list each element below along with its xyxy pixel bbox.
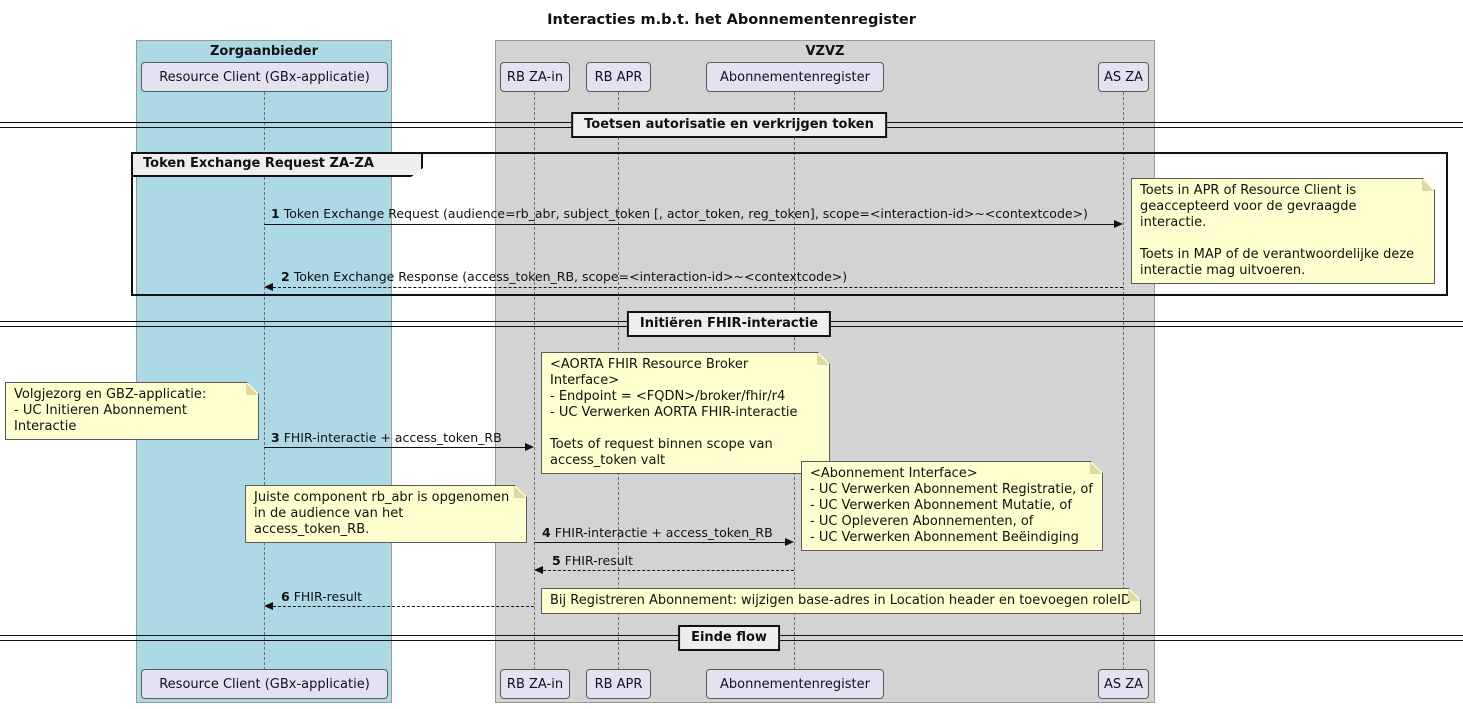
participant-rb-za-in-top: RB ZA-in [500, 62, 570, 92]
message-6-line [273, 606, 534, 607]
participant-label: AS ZA [1103, 676, 1144, 692]
message-1-line [264, 224, 1115, 225]
message-number: 3 [271, 430, 280, 445]
message-3-line [264, 447, 525, 448]
message-4-arrowhead [785, 538, 794, 546]
message-5-arrowhead [534, 566, 543, 574]
message-text: FHIR-interactie + access_token_RB [554, 525, 773, 540]
participant-as-za-top: AS ZA [1098, 62, 1149, 92]
group-label-vzvz: VZVZ [805, 44, 845, 59]
lifeline-rb-za-in [534, 92, 535, 670]
group-label-zorgaanbieder: Zorgaanbieder [210, 44, 318, 59]
message-4-line [534, 542, 785, 543]
participant-label: Resource Client (GBx-applicatie) [159, 676, 370, 692]
message-1-arrowhead [1114, 220, 1123, 228]
message-number: 5 [552, 553, 561, 568]
participant-rb-apr-top: RB APR [586, 62, 651, 92]
note-bij-registreren: Bij Registreren Abonnement: wijzigen bas… [541, 588, 1141, 614]
message-6-arrowhead [264, 602, 273, 610]
participant-rb-za-in-bottom: RB ZA-in [500, 669, 570, 699]
divider-einde-flow: Einde flow [678, 625, 780, 651]
participant-label: RB APR [594, 676, 643, 692]
message-number: 6 [281, 589, 290, 604]
participant-label: RB ZA-in [506, 69, 564, 85]
message-text: FHIR-result [564, 553, 634, 568]
message-text: Token Exchange Request (audience=rb_abr,… [283, 206, 1088, 221]
message-number: 2 [281, 269, 290, 284]
participant-label: Abonnementenregister [720, 676, 870, 692]
participant-resource-client-bottom: Resource Client (GBx-applicatie) [141, 669, 388, 699]
lifeline-resource-client [264, 92, 265, 670]
diagram-title: Interacties m.b.t. het Abonnementenregis… [547, 12, 916, 28]
message-2-arrowhead [264, 283, 273, 291]
participant-as-za-bottom: AS ZA [1098, 669, 1149, 699]
lifeline-as-za [1123, 92, 1124, 670]
message-5-line [543, 570, 794, 571]
divider-initieren-fhir: Initiëren FHIR-interactie [626, 311, 832, 337]
participant-label: AS ZA [1103, 69, 1144, 85]
participant-resource-client-top: Resource Client (GBx-applicatie) [141, 62, 388, 92]
message-3-arrowhead [525, 443, 534, 451]
message-number: 4 [542, 525, 551, 540]
frame-token-exchange: Token Exchange Request ZA-ZA [131, 152, 1448, 296]
message-text: Token Exchange Response (access_token_RB… [293, 269, 848, 284]
note-volgjezorg: Volgjezorg en GBZ-applicatie: - UC Initi… [5, 382, 259, 440]
divider-toetsen-autorisatie: Toetsen autorisatie en verkrijgen token [571, 112, 887, 138]
participant-label: RB APR [594, 69, 643, 85]
message-text: FHIR-interactie + access_token_RB [283, 430, 502, 445]
message-number: 1 [271, 206, 280, 221]
note-apr-map-check: Toets in APR of Resource Client is geacc… [1131, 178, 1435, 284]
note-juiste-component: Juiste component rb_abr is opgenomen in … [245, 485, 527, 543]
participant-abonnementenregister-bottom: Abonnementenregister [706, 669, 884, 699]
participant-rb-apr-bottom: RB APR [586, 669, 651, 699]
participant-abonnementenregister-top: Abonnementenregister [706, 62, 884, 92]
frame-label-token-exchange: Token Exchange Request ZA-ZA [131, 152, 423, 177]
note-abonnement-interface: <Abonnement Interface> - UC Verwerken Ab… [801, 461, 1103, 551]
message-2-line [273, 287, 1123, 288]
message-text: FHIR-result [293, 589, 363, 604]
note-aorta-fhir-broker: <AORTA FHIR Resource Broker Interface> -… [541, 352, 830, 474]
participant-label: RB ZA-in [506, 676, 564, 692]
participant-label: Abonnementenregister [720, 69, 870, 85]
participant-label: Resource Client (GBx-applicatie) [159, 69, 370, 85]
